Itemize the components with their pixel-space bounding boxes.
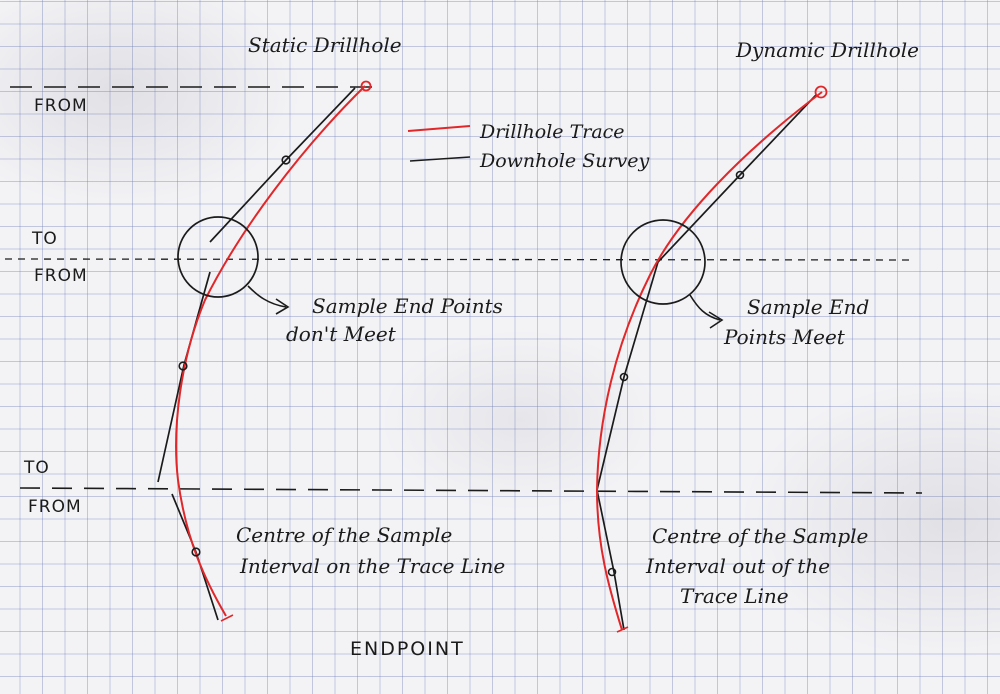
dynamic-survey-line	[596, 94, 817, 631]
legend-trace-label: Drillhole Trace	[479, 121, 625, 143]
dynamic-sample-centre-2	[619, 372, 629, 382]
static-survey-line-3	[171, 493, 219, 621]
legend-survey-swatch	[409, 156, 471, 162]
dynamic-sample-centre-3	[607, 567, 617, 577]
to-from-mid-dashed-line	[4, 258, 913, 261]
dynamic-endpoints-note-line1: Sample End	[747, 295, 869, 319]
dynamic-note-arrow	[689, 294, 721, 321]
dynamic-endpoint-highlight-circle	[620, 219, 706, 305]
label-from-low: FROM	[28, 497, 82, 517]
static-endpoints-note-line1: Sample End Points	[312, 294, 503, 318]
dynamic-centre-note-line2: Interval out of the	[645, 554, 830, 578]
label-to-mid: TO	[31, 229, 58, 249]
static-note-arrow	[247, 285, 287, 308]
static-survey-line-2	[157, 271, 211, 483]
to-from-low-dashed-line	[19, 487, 923, 494]
label-from-top: FROM	[34, 96, 88, 116]
static-drillhole	[157, 80, 372, 622]
legend-survey-label: Downhole Survey	[479, 150, 650, 172]
static-drillhole-title: Static Drillhole	[248, 33, 402, 57]
legend-trace-swatch	[407, 125, 471, 132]
static-end-tick	[220, 614, 234, 622]
dynamic-sample-centre-1	[735, 170, 745, 180]
static-collar-marker	[360, 80, 372, 92]
static-survey-line	[209, 87, 356, 243]
dynamic-centre-note-line3: Trace Line	[680, 584, 789, 608]
static-sample-centre-3	[191, 547, 201, 557]
static-note-arrowhead	[275, 298, 290, 315]
dynamic-note-arrowhead	[708, 311, 724, 329]
label-from-mid: FROM	[34, 266, 88, 286]
dynamic-drillhole-title: Dynamic Drillhole	[735, 38, 919, 62]
dynamic-drillhole	[595, 85, 828, 633]
static-centre-note-line2: Interval on the Trace Line	[239, 554, 505, 578]
static-endpoint-highlight-circle	[177, 216, 259, 298]
static-endpoints-note-line2: don't Meet	[286, 322, 397, 346]
static-sample-centre-2	[178, 361, 188, 371]
dynamic-endpoints-note-line2: Points Meet	[723, 325, 846, 349]
dynamic-collar-marker	[814, 85, 828, 99]
dynamic-end-tick	[616, 626, 629, 633]
dynamic-trace-curve	[595, 91, 823, 631]
static-centre-note-line1: Centre of the Sample	[236, 523, 452, 547]
static-sample-centre-1	[281, 155, 291, 165]
label-to-low: TO	[23, 458, 50, 478]
endpoint-label: ENDPOINT	[350, 638, 465, 660]
dynamic-centre-note-line1: Centre of the Sample	[652, 524, 868, 548]
